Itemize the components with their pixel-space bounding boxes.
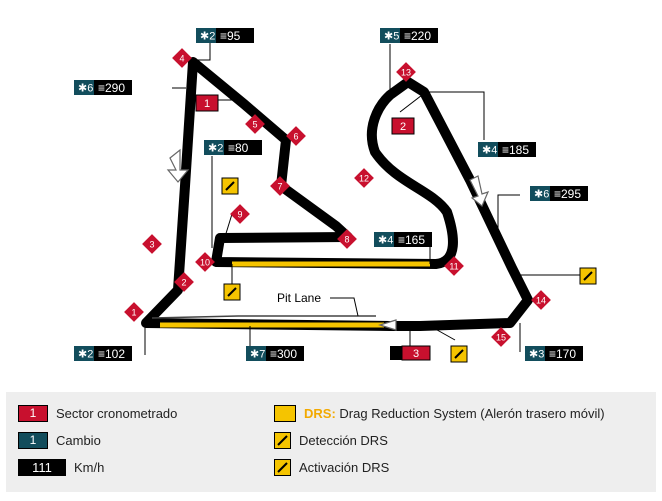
corner-marker-10: 10 — [195, 252, 215, 272]
gear-speed-box: ✱3 ≡170 — [525, 346, 583, 361]
pit-lane-pointer — [330, 297, 359, 317]
legend-speed: 111 Km/h — [18, 457, 104, 477]
direction-arrow-left-straight — [166, 148, 190, 183]
gear-value: ✱3 — [529, 349, 544, 361]
speed-value: ≡80 — [228, 141, 249, 155]
corner-label: 13 — [401, 68, 411, 78]
speed-value: ≡300 — [270, 347, 297, 361]
corner-label: 1 — [131, 308, 136, 318]
legend-activation-icon — [274, 458, 291, 476]
drs-marker-back-activate — [223, 283, 241, 301]
legend-drs: DRS: Drag Reduction System (Alerón trase… — [274, 403, 605, 423]
gear-value: ✱7 — [250, 349, 265, 361]
corner-label: 10 — [200, 258, 210, 268]
gear-speed-box: ✱6 ≡295 — [530, 186, 588, 201]
speed-value: ≡95 — [220, 29, 241, 43]
gear-value: ✱6 — [534, 189, 549, 201]
gear-value: ✱5 — [384, 31, 399, 43]
corner-marker-15: 15 — [491, 327, 511, 347]
direction-arrow-main-straight — [377, 319, 397, 331]
speed-value: ≡295 — [554, 187, 581, 201]
drs-marker-main-activate — [450, 345, 468, 363]
gear-speed-box: ✱5 ≡220 — [380, 28, 438, 43]
gear-speed-box: ✱7 ≡300 — [246, 346, 304, 361]
speed-value: ≡102 — [98, 347, 125, 361]
drs-marker-main-detect — [579, 267, 597, 285]
corner-label: 2 — [181, 278, 186, 288]
corner-label: 9 — [237, 210, 242, 220]
drs-marker-back-detect — [221, 177, 239, 195]
legend-detection: Detección DRS — [274, 430, 388, 450]
gear-value: ✱4 — [378, 235, 393, 247]
sector-marker-2: 2 — [391, 117, 415, 135]
speed-value: ≡290 — [98, 81, 125, 95]
corner-label: 3 — [149, 240, 154, 250]
corner-marker-5: 5 — [245, 114, 265, 134]
pit-lane-line — [151, 315, 376, 319]
corner-marker-9: 9 — [230, 204, 250, 224]
corner-marker-13: 13 — [396, 62, 416, 82]
gear-value: ✱2 — [78, 349, 93, 361]
legend-activation: Activación DRS — [274, 457, 389, 477]
speed-value: ≡185 — [502, 143, 529, 157]
corner-label: 7 — [277, 182, 282, 192]
gear-value: ✱4 — [482, 145, 497, 157]
corner-marker-2: 2 — [174, 272, 194, 292]
corner-marker-11: 11 — [444, 256, 464, 276]
corner-marker-3: 3 — [142, 234, 162, 254]
legend-speed-box: 111 — [18, 458, 66, 476]
corner-label: 5 — [252, 120, 257, 130]
corner-label: 14 — [536, 296, 546, 306]
corner-marker-7: 7 — [270, 176, 290, 196]
legend-speed-label: Km/h — [74, 459, 105, 475]
gear-value: ✱2 — [200, 31, 215, 43]
gear-value: ✱6 — [78, 83, 93, 95]
corner-marker-1: 1 — [124, 302, 144, 322]
direction-arrow-right-straight — [469, 175, 490, 207]
gear-speed-boxes: ✱2 ≡95 ✱6 ≡290 ✱2 ≡80 ✱5 ≡220 ✱4 ≡185 ✱6 ≡295 ✱4 ≡165… — [74, 28, 588, 361]
gear-speed-box: ✱2 ≡80 — [204, 140, 262, 155]
corner-marker-6: 6 — [286, 126, 306, 146]
legend-gear: 1 Cambio — [18, 430, 101, 450]
speed-value: ≡170 — [549, 347, 576, 361]
legend-panel: 1 Sector cronometrado 1 Cambio 111 Km/h … — [6, 392, 656, 492]
corner-label: 12 — [359, 174, 369, 184]
corner-label: 15 — [496, 333, 506, 343]
legend-drs-strong: DRS: — [304, 405, 336, 421]
sector-marker-1: 1 — [195, 94, 219, 112]
legend-sector-box: 1 — [18, 404, 48, 422]
legend-drs-box — [274, 404, 296, 422]
speed-value: ≡220 — [404, 29, 431, 43]
gear-value: ✱2 — [208, 143, 223, 155]
legend-detection-icon — [274, 431, 291, 449]
corner-marker-8: 8 — [337, 229, 357, 249]
corner-label: 6 — [293, 132, 298, 142]
corner-marker-12: 12 — [354, 168, 374, 188]
svg-text:2: 2 — [400, 121, 406, 133]
legend-sector: 1 Sector cronometrado — [18, 403, 177, 423]
gear-speed-box: ✱4 ≡165 — [374, 232, 432, 247]
gear-speed-box: ✱6 ≡290 — [74, 80, 132, 95]
corner-label: 11 — [449, 262, 458, 272]
corner-marker-14: 14 — [531, 290, 551, 310]
gear-speed-box: ✱2 ≡95 — [196, 28, 254, 43]
legend-detection-label: Detección DRS — [299, 432, 388, 448]
pit-lane-label: Pit Lane — [277, 291, 321, 305]
corner-label: 8 — [344, 235, 349, 245]
gear-speed-box: ✱4 ≡185 — [478, 142, 536, 157]
legend-sector-label: Sector cronometrado — [56, 405, 178, 421]
legend-drs-label: Drag Reduction System (Alerón trasero mó… — [339, 405, 605, 421]
legend-gear-box: 1 — [18, 431, 48, 449]
gear-speed-box: ✱2 ≡102 — [74, 346, 132, 361]
svg-text:3: 3 — [413, 348, 419, 360]
legend-activation-label: Activación DRS — [299, 459, 390, 475]
speed-value: ≡165 — [398, 233, 425, 247]
leader-lines — [144, 38, 582, 355]
svg-text:1: 1 — [204, 98, 210, 110]
legend-gear-label: Cambio — [56, 432, 101, 448]
sector-marker-3: 3 — [390, 345, 431, 361]
corner-label: 4 — [179, 54, 184, 64]
